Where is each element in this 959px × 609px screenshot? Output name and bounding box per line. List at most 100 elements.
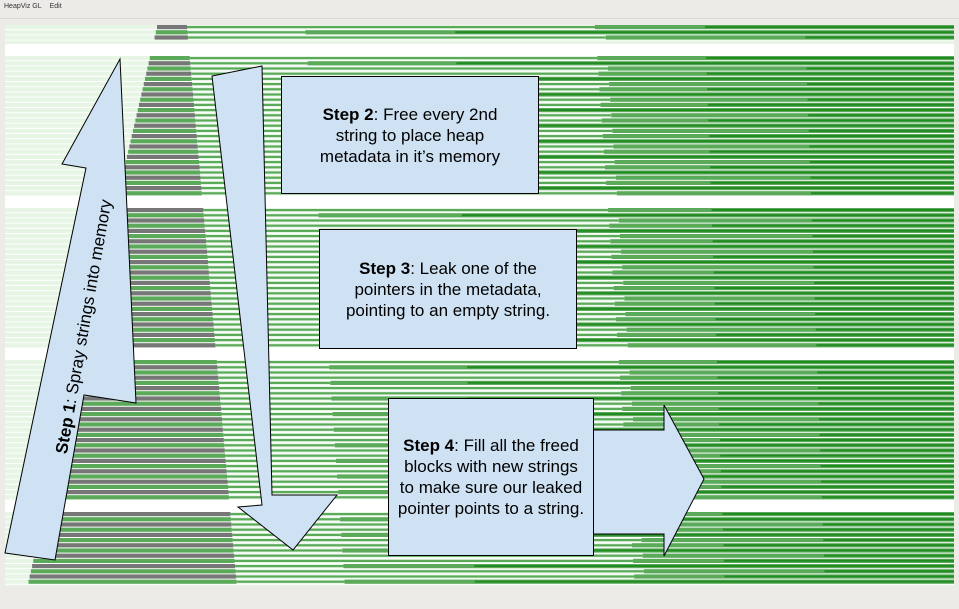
heap-string-dark: [473, 549, 954, 552]
heap-string-dark: [808, 129, 954, 132]
heap-string-dark: [706, 72, 954, 75]
heap-block: [35, 548, 234, 553]
heap-string: [631, 401, 954, 406]
heap-string-dark: [472, 518, 954, 521]
heap-string-dark: [824, 570, 954, 573]
heap-string: [224, 444, 335, 447]
heap-string-dark: [818, 402, 954, 405]
heap-string: [615, 175, 954, 180]
heap-block: [126, 154, 199, 159]
heap-string-dark: [456, 62, 954, 65]
heap-string-dark: [463, 261, 954, 263]
heap-string: [190, 62, 308, 65]
heap-block: [42, 517, 231, 522]
heap-string: [619, 234, 954, 239]
row-separator: [5, 557, 954, 559]
row-separator: [5, 29, 954, 31]
heap-string-dark: [808, 114, 954, 117]
heap-block: [89, 317, 214, 322]
heap-block: [34, 553, 235, 558]
heap-string-dark: [471, 491, 954, 493]
heap-string-dark: [467, 381, 954, 384]
heap-string: [207, 261, 322, 264]
heap-string-dark: [707, 88, 954, 91]
heap-block: [112, 218, 205, 223]
heap-string: [624, 296, 954, 301]
heap-block: [68, 406, 222, 411]
heap-block: [50, 484, 228, 489]
heap-string-dark: [813, 250, 954, 253]
heap-block: [132, 128, 197, 133]
heap-block: [33, 558, 235, 563]
heap-string-dark: [473, 533, 954, 536]
heap-block: [137, 108, 195, 113]
heap-block: [102, 260, 208, 265]
heap-string: [210, 292, 324, 295]
heap-block: [55, 464, 227, 469]
heap-string-dark: [811, 219, 954, 222]
heap-block: [107, 239, 207, 244]
heap-string-dark: [810, 176, 954, 179]
heap-string-dark: [714, 302, 954, 305]
heap-string: [222, 428, 334, 431]
heap-string-dark: [823, 539, 954, 541]
heap-string: [209, 276, 323, 279]
heap-block: [76, 370, 218, 375]
heap-string-dark: [469, 444, 954, 447]
heap-string: [228, 491, 339, 494]
heap-string-dark: [468, 397, 954, 400]
heap-string: [187, 31, 306, 34]
heap-string-dark: [820, 449, 954, 452]
heap-string: [218, 376, 620, 379]
heap-string: [636, 464, 954, 469]
heap-string: [227, 475, 338, 478]
heap-block: [98, 275, 210, 280]
heap-string-dark: [720, 454, 954, 457]
step3-box: Step 3: Leak one of the pointers in the …: [319, 229, 577, 349]
heap-block: [108, 234, 206, 239]
heap-string: [230, 518, 341, 521]
heap-string: [626, 327, 954, 332]
heap-string: [189, 57, 598, 60]
heap-string: [234, 559, 634, 562]
heap-block: [79, 360, 217, 365]
heap-string: [187, 36, 606, 39]
heap-string: [236, 580, 345, 583]
heap-string: [203, 209, 609, 212]
heap-string-dark: [459, 140, 954, 143]
heap-string: [623, 280, 954, 285]
heap-block: [146, 71, 192, 76]
heap-string-dark: [457, 109, 954, 111]
menu-heapviz[interactable]: HeapViz GL: [4, 2, 42, 10]
row-separator: [5, 573, 954, 575]
row-separator: [5, 65, 954, 67]
heap-block: [96, 286, 211, 291]
heap-string: [217, 371, 630, 374]
heap-block: [157, 25, 187, 30]
heap-string: [214, 339, 328, 342]
heap-block: [148, 61, 191, 66]
row-separator: [5, 583, 954, 585]
row-separator: [5, 578, 954, 580]
heap-string-dark: [712, 224, 954, 227]
heap-string: [643, 569, 954, 574]
heap-string: [212, 307, 326, 310]
heap-string-dark: [715, 318, 954, 321]
heap-string-dark: [708, 119, 954, 122]
heap-string-dark: [810, 192, 954, 195]
heap-string-dark: [706, 57, 954, 59]
heap-string-dark: [466, 339, 954, 341]
toolbar: [0, 12, 959, 19]
heap-string-dark: [820, 465, 954, 467]
heap-string-dark: [807, 83, 954, 85]
heap-block: [141, 92, 194, 97]
heap-string: [235, 565, 344, 568]
heap-string: [609, 82, 954, 87]
heap-string-dark: [718, 392, 954, 395]
heap-block: [103, 254, 208, 259]
heap-string: [235, 575, 635, 578]
menu-edit[interactable]: Edit: [49, 2, 62, 10]
heap-string: [203, 214, 319, 217]
heap-string: [613, 144, 954, 149]
heap-string-dark: [457, 93, 954, 96]
